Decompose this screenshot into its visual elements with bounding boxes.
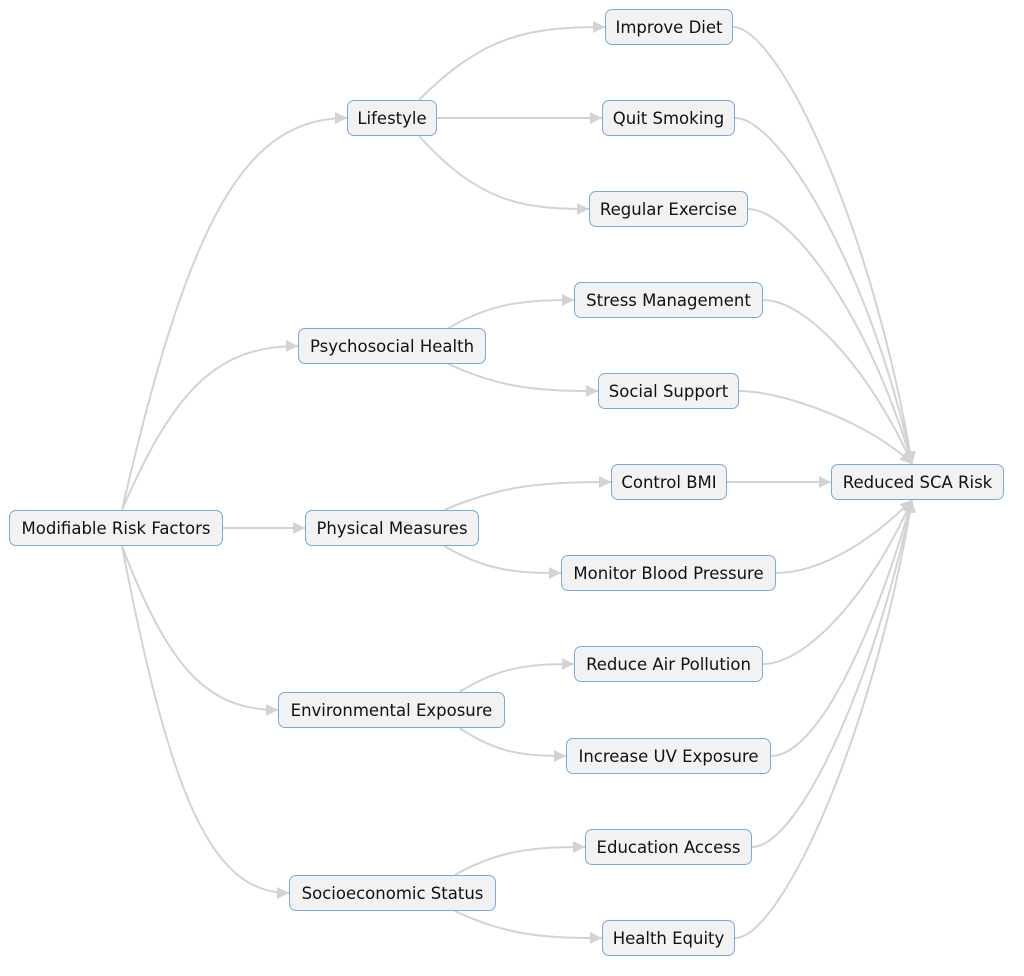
edge-lifestyle-to-diet [418,21,606,101]
node-bmi[interactable]: Control BMI [611,464,727,500]
node-socioeconomic[interactable]: Socioeconomic Status [289,875,496,911]
node-air[interactable]: Reduce Air Pollution [574,646,763,682]
edge-social-to-sca [738,390,913,465]
node-diet[interactable]: Improve Diet [605,9,733,45]
node-bp[interactable]: Monitor Blood Pressure [561,555,776,591]
node-smoking[interactable]: Quit Smoking [602,100,735,136]
edge-uv-to-sca [770,499,915,757]
edge-equity-to-sca [734,499,916,939]
edge-socioeconomic-to-equity [454,910,603,944]
edge-lifestyle-to-exercise [418,135,590,215]
node-environmental[interactable]: Environmental Exposure [278,692,505,728]
edge-root-to-lifestyle [121,112,348,511]
edge-air-to-sca [762,499,913,665]
node-physical[interactable]: Physical Measures [305,510,479,546]
edge-bp-to-sca [775,499,913,574]
node-root[interactable]: Modifiable Risk Factors [9,510,223,546]
edge-root-to-socioeconomic [121,545,290,899]
edge-exercise-to-sca [747,208,915,465]
node-sca[interactable]: Reduced SCA Risk [831,464,1004,500]
node-psychosocial[interactable]: Psychosocial Health [298,328,486,364]
edge-physical-to-bmi [443,476,612,511]
edge-root-to-environmental [121,545,279,716]
edge-environmental-to-uv [459,727,567,762]
node-stress[interactable]: Stress Management [574,282,763,318]
edge-physical-to-bp [443,545,562,579]
node-lifestyle[interactable]: Lifestyle [347,100,437,136]
node-equity[interactable]: Health Equity [602,920,735,956]
edge-socioeconomic-to-education [454,841,586,876]
node-exercise[interactable]: Regular Exercise [589,191,748,227]
edge-psychosocial-to-stress [447,294,575,329]
node-uv[interactable]: Increase UV Exposure [566,738,771,774]
edge-diet-to-sca [732,26,916,465]
edge-education-to-sca [751,499,916,848]
node-social[interactable]: Social Support [598,373,739,409]
edge-environmental-to-air [459,658,575,693]
edge-stress-to-sca [762,299,913,465]
edge-psychosocial-to-social [447,363,599,397]
edge-smoking-to-sca [734,117,916,465]
edge-root-to-psychosocial [121,340,299,511]
node-education[interactable]: Education Access [585,829,752,865]
